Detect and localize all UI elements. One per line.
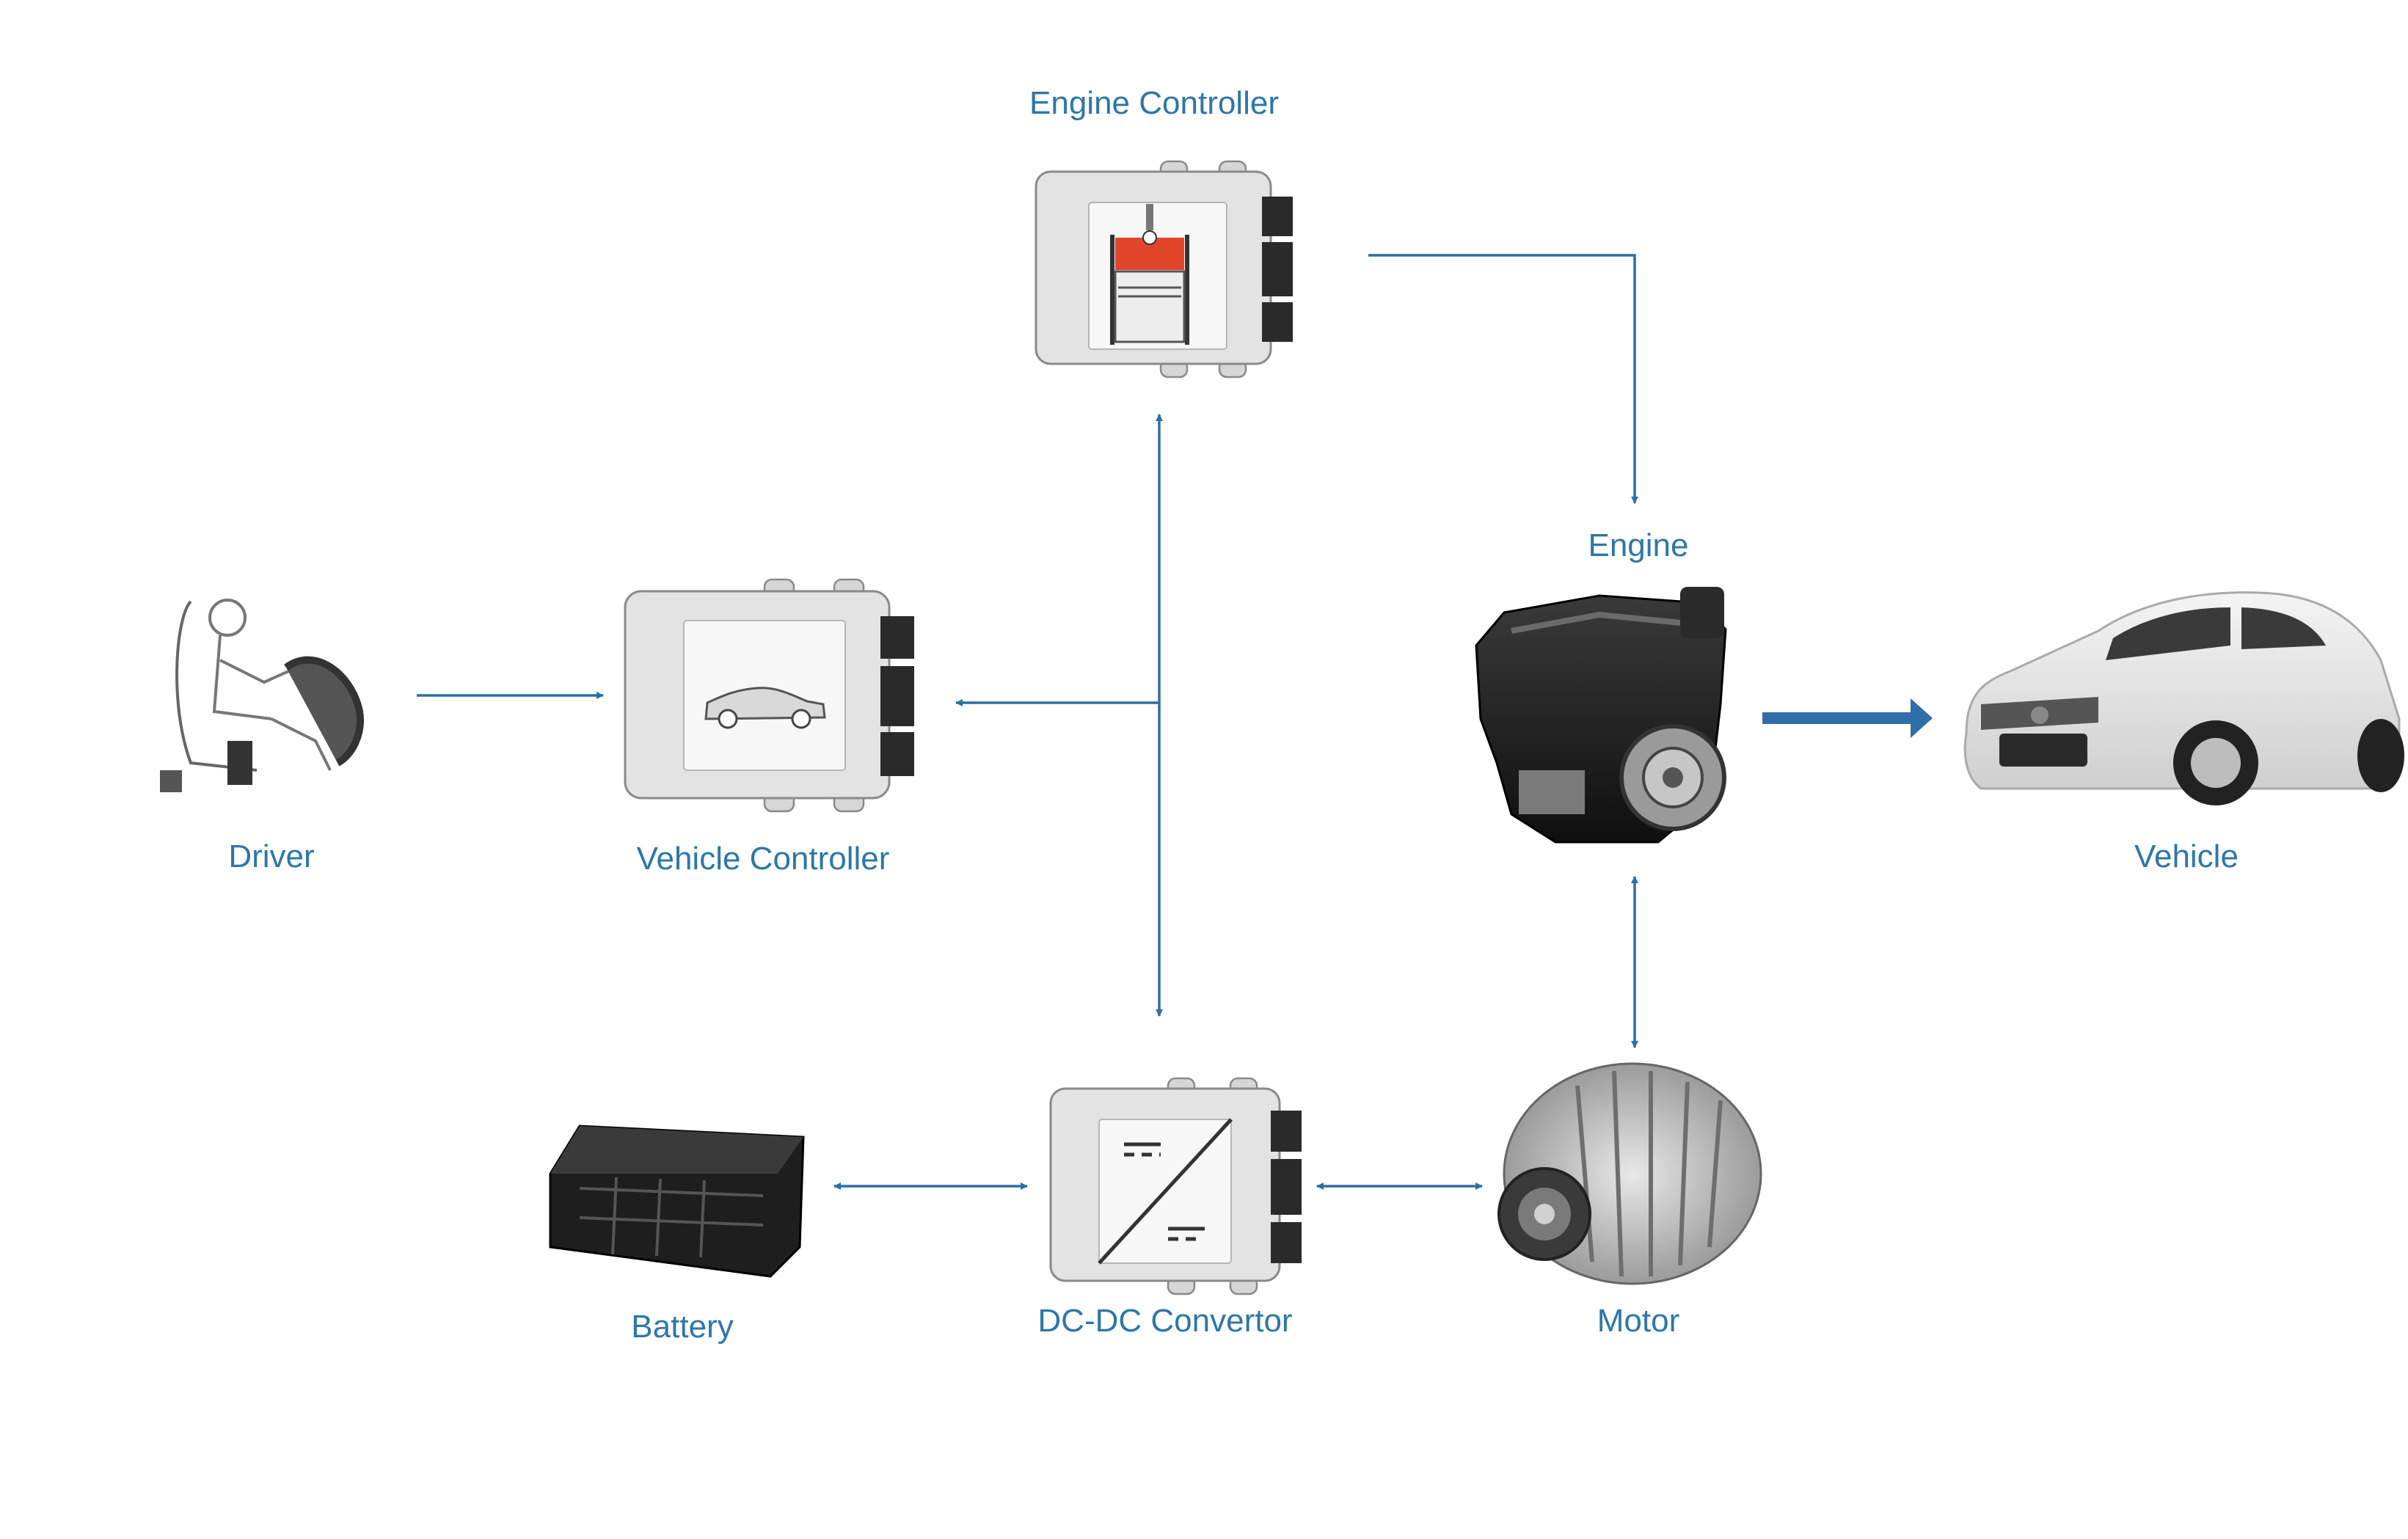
piston-icon	[1110, 204, 1189, 345]
dc-dc-converter-icon	[1098, 1118, 1233, 1265]
thick-arrow-engine-to-vehicle	[1762, 698, 1933, 738]
engine-controller-node: Engine Controller	[1029, 85, 1293, 379]
car-silhouette-icon	[704, 687, 826, 729]
vehicle-controller-ecu	[624, 578, 914, 813]
engine-controller-label: Engine Controller	[1029, 85, 1279, 121]
motor-node: Motor	[1497, 1062, 1762, 1339]
vehicle-label: Vehicle	[2134, 838, 2239, 874]
dcdc-ecu	[1049, 1077, 1302, 1295]
arrow-engine-controller-to-engine	[1368, 254, 1638, 504]
dcdc-node: DC-DC Convertor	[1037, 1077, 1302, 1339]
engine-icon	[1475, 587, 1727, 844]
battery-node: Battery	[549, 1125, 805, 1345]
engine-label: Engine	[1588, 527, 1688, 563]
connectors	[417, 254, 1933, 1190]
battery-pack-icon	[549, 1125, 805, 1278]
dcdc-label: DC-DC Convertor	[1037, 1303, 1292, 1339]
driver-seated-icon	[160, 599, 364, 792]
driver-node: Driver	[160, 599, 364, 874]
vehicle-node: Vehicle	[1963, 591, 2404, 874]
battery-label: Battery	[631, 1309, 733, 1345]
engine-controller-ecu	[1035, 160, 1293, 379]
hatchback-car-icon	[1963, 591, 2404, 805]
motor-label: Motor	[1597, 1303, 1679, 1339]
vehicle-controller-node: Vehicle Controller	[624, 578, 914, 877]
alternator-motor-icon	[1497, 1062, 1762, 1285]
driver-label: Driver	[228, 838, 314, 874]
vehicle-controller-label: Vehicle Controller	[637, 841, 890, 877]
engine-node: Engine	[1475, 527, 1727, 844]
